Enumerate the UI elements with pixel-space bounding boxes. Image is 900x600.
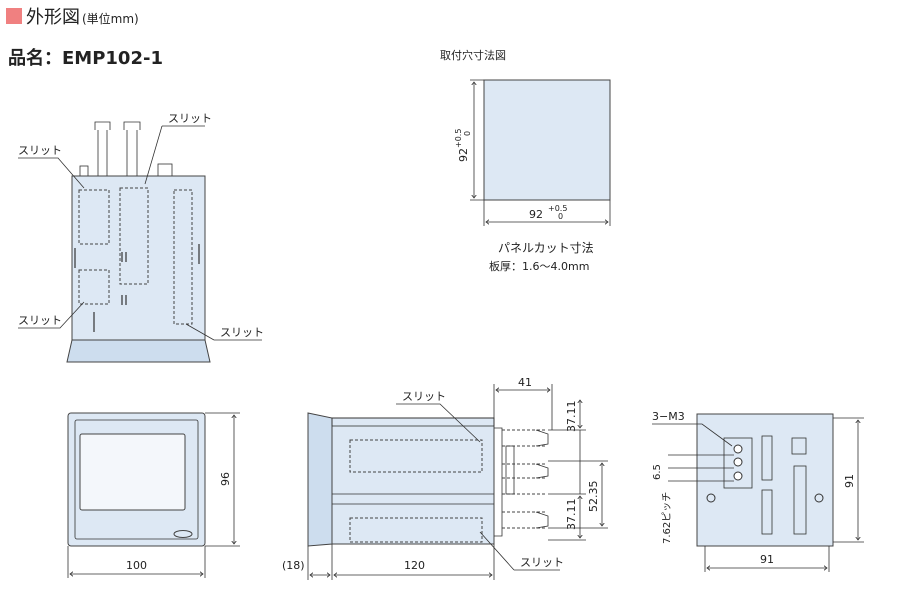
front-view: 96 100 <box>67 412 240 578</box>
terminal-screw-icon <box>733 457 743 467</box>
panel-cut-width-tol-low: 0 <box>558 212 563 221</box>
mount-screw-icon <box>814 493 824 503</box>
slit-label-3: スリット <box>18 314 62 327</box>
terminal-screw-icon <box>733 444 743 454</box>
side-dim-lower: 37.11 <box>565 499 578 531</box>
side-dim-mid: 52.35 <box>587 481 600 513</box>
panel-cut-view: 取付穴寸法図 92 +0.5 0 92 +0.5 0 パネルカット寸法 板厚：1… <box>440 48 611 273</box>
bezel-depth: (18) <box>282 559 305 572</box>
section-marker-icon <box>6 8 22 24</box>
panel-cut-height-tol: +0.5 <box>454 129 463 148</box>
panel-cut-height-tol-low: 0 <box>463 131 472 136</box>
slit-label-4: スリット <box>220 326 264 339</box>
panel-cut-title: 取付穴寸法図 <box>440 48 506 62</box>
front-height: 96 <box>219 472 232 486</box>
slit-label-1: スリット <box>18 144 62 157</box>
side-view: スリット スリット 41 37.11 52.35 37.11 (18) 120 <box>282 376 608 580</box>
body-depth: 120 <box>404 559 425 572</box>
side-dim-upper: 37.11 <box>565 401 578 433</box>
unit-note: (単位mm) <box>82 11 139 26</box>
pitch-label: 7.62ピッチ <box>661 492 673 544</box>
panel-thickness: 板厚：1.6～4.0mm <box>489 259 589 273</box>
section-title: 外形図 <box>26 7 80 28</box>
logo-icon <box>173 530 193 538</box>
panel-cut-width: 92 <box>529 208 543 221</box>
top-view: スリット スリット スリット スリット <box>18 112 264 363</box>
terminal-depth: 41 <box>518 376 532 389</box>
pitch-small: 6.5 <box>652 464 663 480</box>
panel-cut-hole <box>483 79 611 201</box>
display-window <box>79 433 186 511</box>
rear-width: 91 <box>760 553 774 566</box>
terminal-screw-icon <box>733 471 743 481</box>
panel-cut-width-tol: +0.5 <box>548 204 567 213</box>
panel-cut-caption: パネルカット寸法 <box>498 241 594 255</box>
front-width: 100 <box>126 559 147 572</box>
rear-height: 91 <box>843 474 856 488</box>
mount-screw-icon <box>706 493 716 503</box>
side-slit-upper: スリット <box>402 390 446 403</box>
product-label: 品名：EMP102-1 <box>8 47 163 69</box>
slit-label-2: スリット <box>168 112 212 125</box>
panel-cut-height: 92 <box>457 148 470 162</box>
rear-view: 3−M3 6.5 7.62ピッチ 91 91 <box>652 410 864 572</box>
screw-label: 3−M3 <box>652 410 685 423</box>
side-slit-lower: スリット <box>520 556 564 569</box>
